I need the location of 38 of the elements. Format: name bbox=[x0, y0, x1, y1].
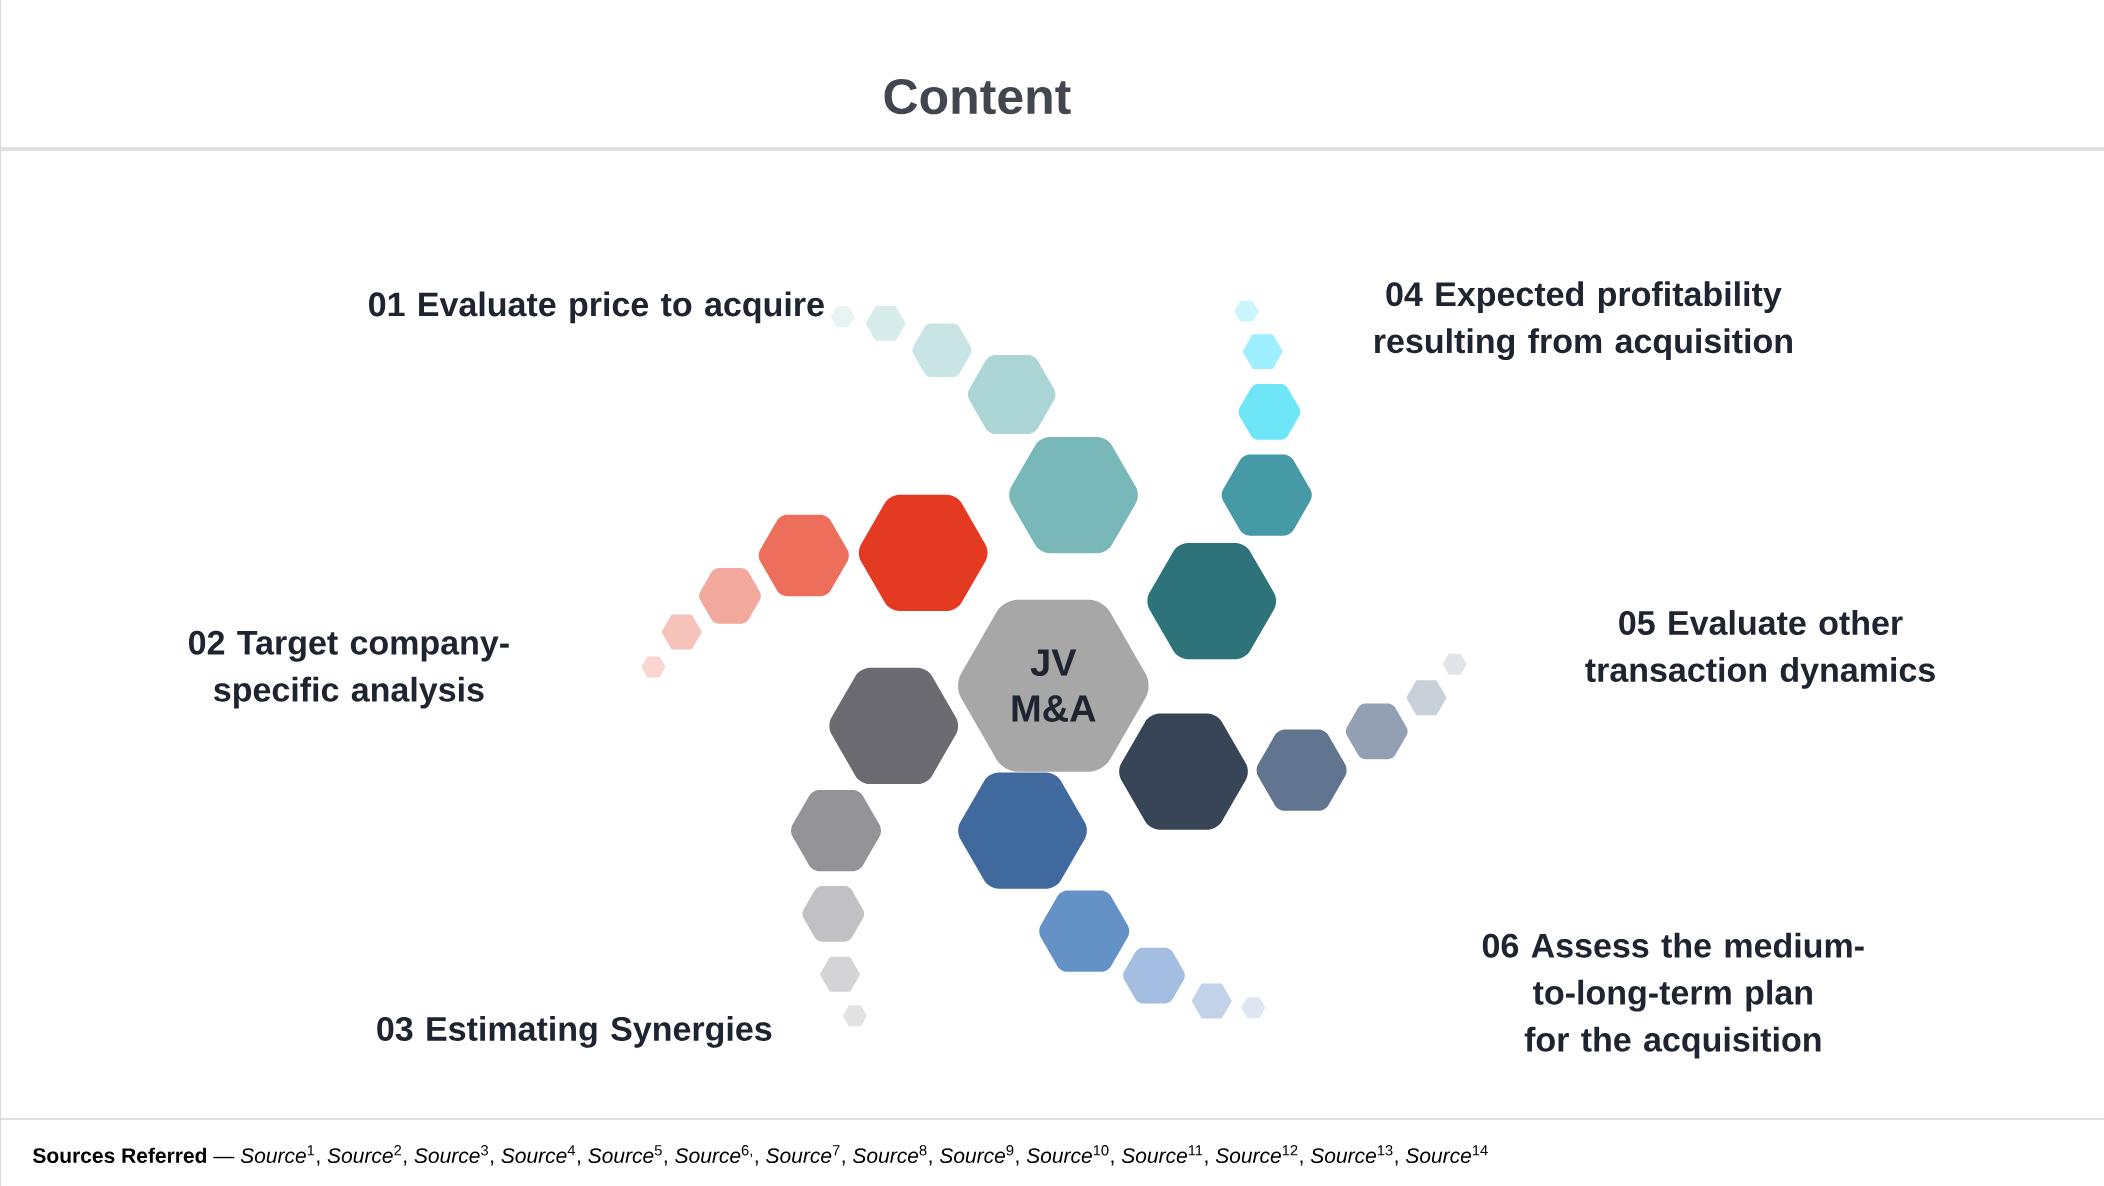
hexagon bbox=[958, 772, 1087, 889]
hexagon bbox=[1191, 983, 1232, 1019]
heading: 03 Estimating Synergies bbox=[377, 1016, 772, 1048]
heading: 04 Expected profitability resulting from acquisition bbox=[1375, 281, 1792, 361]
hexagon bbox=[842, 1005, 867, 1027]
hexagon bbox=[1221, 454, 1312, 536]
hexagon bbox=[661, 614, 702, 650]
hexagon bbox=[820, 956, 860, 992]
hexagon bbox=[1123, 947, 1185, 1004]
heading: 01 Evaluate price to acquire bbox=[369, 291, 824, 324]
hexagon-node: JV M&A bbox=[958, 599, 1149, 772]
hexagon bbox=[758, 514, 849, 597]
sources-note: Sources Referred — Source$^{1}$, Source$^{2}$, Source$^{3}$, Source$^{4}$, Source$^{5}$, Source$^{6,}$, Source$^{7}$, Source$^{8}$, Source$^{9}$, Source$^{10}$, Source$^{11}$, Source$^{12}$, Source$^{13}$, Source$^{14}$ bbox=[33, 1145, 1488, 1166]
hexagon bbox=[699, 567, 761, 624]
hexagon bbox=[1234, 300, 1259, 322]
hexagon bbox=[1406, 680, 1447, 716]
hexagon bbox=[968, 355, 1056, 434]
hexagon bbox=[865, 305, 906, 341]
hexagon bbox=[829, 667, 959, 784]
hexagon bbox=[1147, 543, 1277, 660]
title: Content bbox=[884, 78, 1071, 115]
hexagon bbox=[1256, 729, 1347, 811]
heading: 05 Evaluate other transaction dynamics bbox=[1585, 610, 1935, 689]
hexagon bbox=[858, 494, 988, 611]
hexagon bbox=[1039, 890, 1130, 972]
hexagon bbox=[912, 323, 972, 377]
hexagon bbox=[791, 789, 882, 872]
hexagon bbox=[1242, 334, 1283, 370]
hexagon bbox=[1442, 653, 1467, 675]
hexagon bbox=[1119, 713, 1248, 830]
hexagon bbox=[1241, 997, 1266, 1019]
heading: 06 Assess the medium-to-long-term plan for the acquisition bbox=[1482, 932, 1864, 1059]
hexagon bbox=[1238, 384, 1301, 440]
heading: 02 Target company-specific analysis bbox=[189, 630, 509, 709]
hexagon bbox=[1009, 437, 1138, 554]
hexagon bbox=[1345, 703, 1408, 760]
hexagon bbox=[802, 885, 865, 942]
hexagon bbox=[641, 656, 666, 678]
